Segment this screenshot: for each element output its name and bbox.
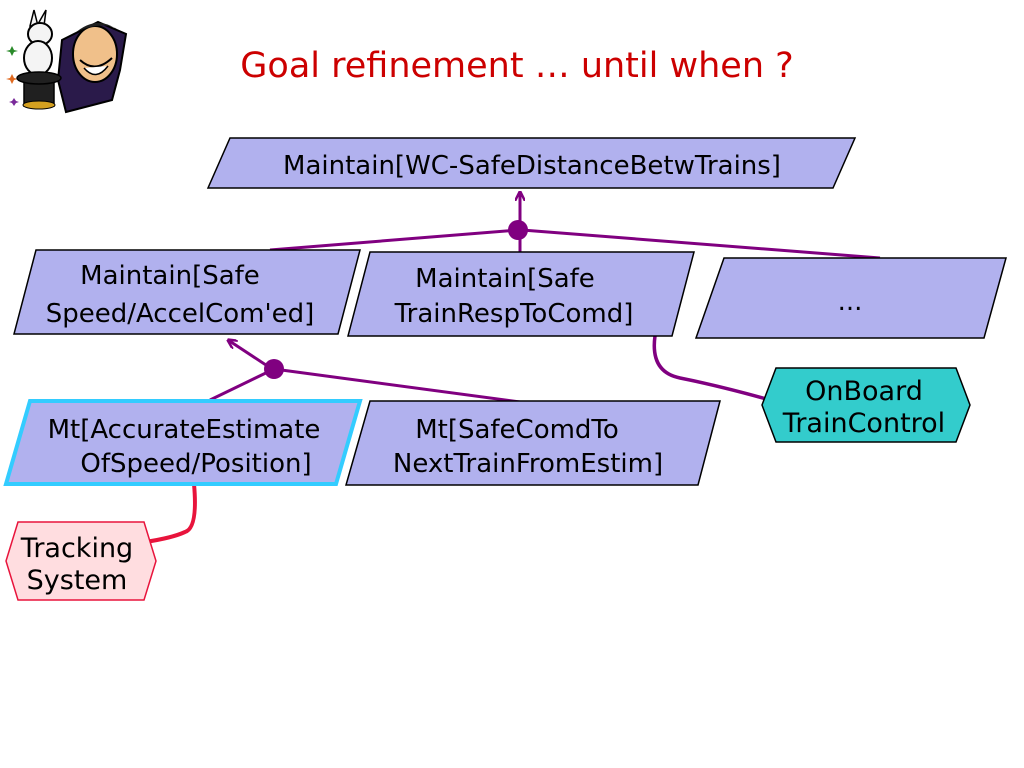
slide-title: Goal refinement … until when ? <box>240 46 794 86</box>
and-refinement-node-bottom <box>264 359 284 379</box>
goal-safe-comd-line-1: Mt[SafeComdTo <box>415 415 619 445</box>
and-refinement-node-top <box>508 220 528 240</box>
goal-safe-train-resp-line-2: TrainRespToComd] <box>394 299 634 329</box>
agent-onboard-line-1: OnBoard <box>805 376 923 407</box>
goal-safe-train-resp[interactable]: Maintain[Safe TrainRespToComd] <box>347 251 695 337</box>
goal-accurate-estimate-line-2: OfSpeed/Position] <box>80 449 311 479</box>
agent-onboard-line-2: TrainControl <box>782 408 945 439</box>
agent-tracking-system[interactable]: Tracking System <box>5 521 157 601</box>
refinement-link-safe-comd <box>273 367 521 404</box>
goal-safe-speed[interactable]: Maintain[Safe Speed/AccelCom'ed] <box>13 249 361 335</box>
refinement-arrow-speed <box>209 368 273 402</box>
goal-accurate-estimate[interactable]: Mt[AccurateEstimate OfSpeed/Position] <box>3 399 363 486</box>
responsibility-link-tracking <box>144 483 197 544</box>
goal-root-line-1: Maintain[WC-SafeDistanceBetwTrains] <box>283 151 781 181</box>
responsibility-link-onboard <box>652 335 771 402</box>
goal-accurate-estimate-line-1: Mt[AccurateEstimate <box>48 415 321 445</box>
goal-safe-comd[interactable]: Mt[SafeComdTo NextTrainFromEstim] <box>345 400 721 486</box>
goal-more-line-1: ... <box>838 287 863 317</box>
agent-tracking-line-2: System <box>27 565 128 596</box>
goal-safe-speed-line-2: Speed/AccelCom'ed] <box>46 299 315 329</box>
goal-safe-speed-line-1: Maintain[Safe <box>80 261 260 291</box>
goal-root[interactable]: Maintain[WC-SafeDistanceBetwTrains] <box>206 137 857 189</box>
magician-icon <box>6 9 128 114</box>
goal-more[interactable]: ... <box>694 257 1007 339</box>
refinement-link-right <box>521 228 881 260</box>
refinement-links <box>144 192 881 544</box>
agent-tracking-line-1: Tracking <box>20 533 133 564</box>
refinement-link-left <box>269 228 519 252</box>
goal-safe-train-resp-line-1: Maintain[Safe <box>415 264 595 294</box>
refinement-arrow-speed-head <box>228 340 273 371</box>
agent-onboard-train-control[interactable]: OnBoard TrainControl <box>761 367 971 443</box>
goal-safe-comd-line-2: NextTrainFromEstim] <box>393 449 663 479</box>
